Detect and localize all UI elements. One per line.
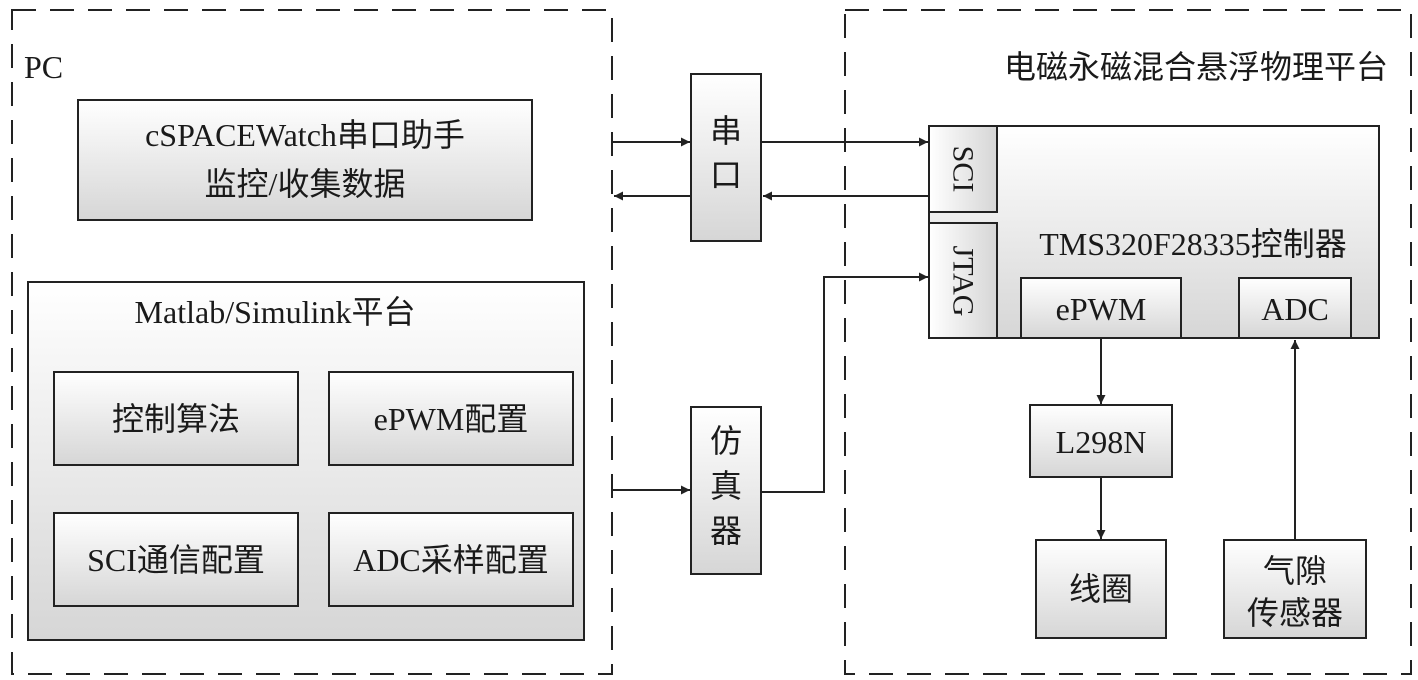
block-epwm-config-label: ePWM配置: [374, 401, 529, 437]
cspace-box: cSPACEWatch串口助手 监控/收集数据: [77, 99, 533, 221]
adc-module-label: ADC: [1261, 291, 1329, 327]
jtag-port-label: JTAG: [947, 246, 980, 317]
arrow-emulator-to-jtag: [762, 272, 928, 493]
l298n-label: L298N: [1056, 424, 1147, 460]
block-adc-config: ADC采样配置: [328, 512, 574, 607]
block-adc-config-label: ADC采样配置: [353, 542, 549, 578]
serial-label-char1: 串: [710, 113, 742, 149]
gap-sensor-label-line1: 气隙: [1263, 553, 1327, 589]
cspace-label-line2: 监控/收集数据: [205, 166, 406, 202]
serial-label-char2: 口: [710, 157, 742, 193]
matlab-title: Matlab/Simulink平台: [135, 294, 416, 330]
gap-sensor-box: 气隙 传感器: [1223, 539, 1367, 639]
pc-region: [11, 9, 613, 675]
serial-box: 串 口: [690, 73, 762, 242]
pc-title: PC: [24, 49, 63, 85]
epwm-module: ePWM: [1020, 277, 1182, 339]
controller-title: TMS320F28335控制器: [1039, 226, 1347, 262]
block-epwm-config: ePWM配置: [328, 371, 574, 466]
platform-region: [844, 9, 1412, 675]
l298n-box: L298N: [1029, 404, 1173, 478]
coil-box: 线圈: [1035, 539, 1167, 639]
coil-label: 线圈: [1069, 571, 1133, 607]
emulator-label-char1: 仿: [710, 423, 742, 459]
emulator-label-char2: 真: [710, 468, 742, 504]
jtag-port: JTAG: [928, 222, 998, 339]
platform-title: 电磁永磁混合悬浮物理平台: [1004, 49, 1388, 85]
block-control-algorithm-label: 控制算法: [112, 401, 240, 437]
adc-module: ADC: [1238, 277, 1352, 339]
emulator-label-char3: 器: [710, 513, 742, 549]
gap-sensor-label-line2: 传感器: [1247, 595, 1343, 631]
sci-port-label: SCI: [947, 146, 980, 193]
block-control-algorithm: 控制算法: [53, 371, 299, 466]
block-sci-config: SCI通信配置: [53, 512, 299, 607]
block-sci-config-label: SCI通信配置: [87, 542, 265, 578]
cspace-label-line1: cSPACEWatch串口助手: [145, 117, 465, 153]
emulator-box: 仿 真 器: [690, 406, 762, 575]
epwm-module-label: ePWM: [1056, 291, 1147, 327]
sci-port: SCI: [928, 125, 998, 213]
